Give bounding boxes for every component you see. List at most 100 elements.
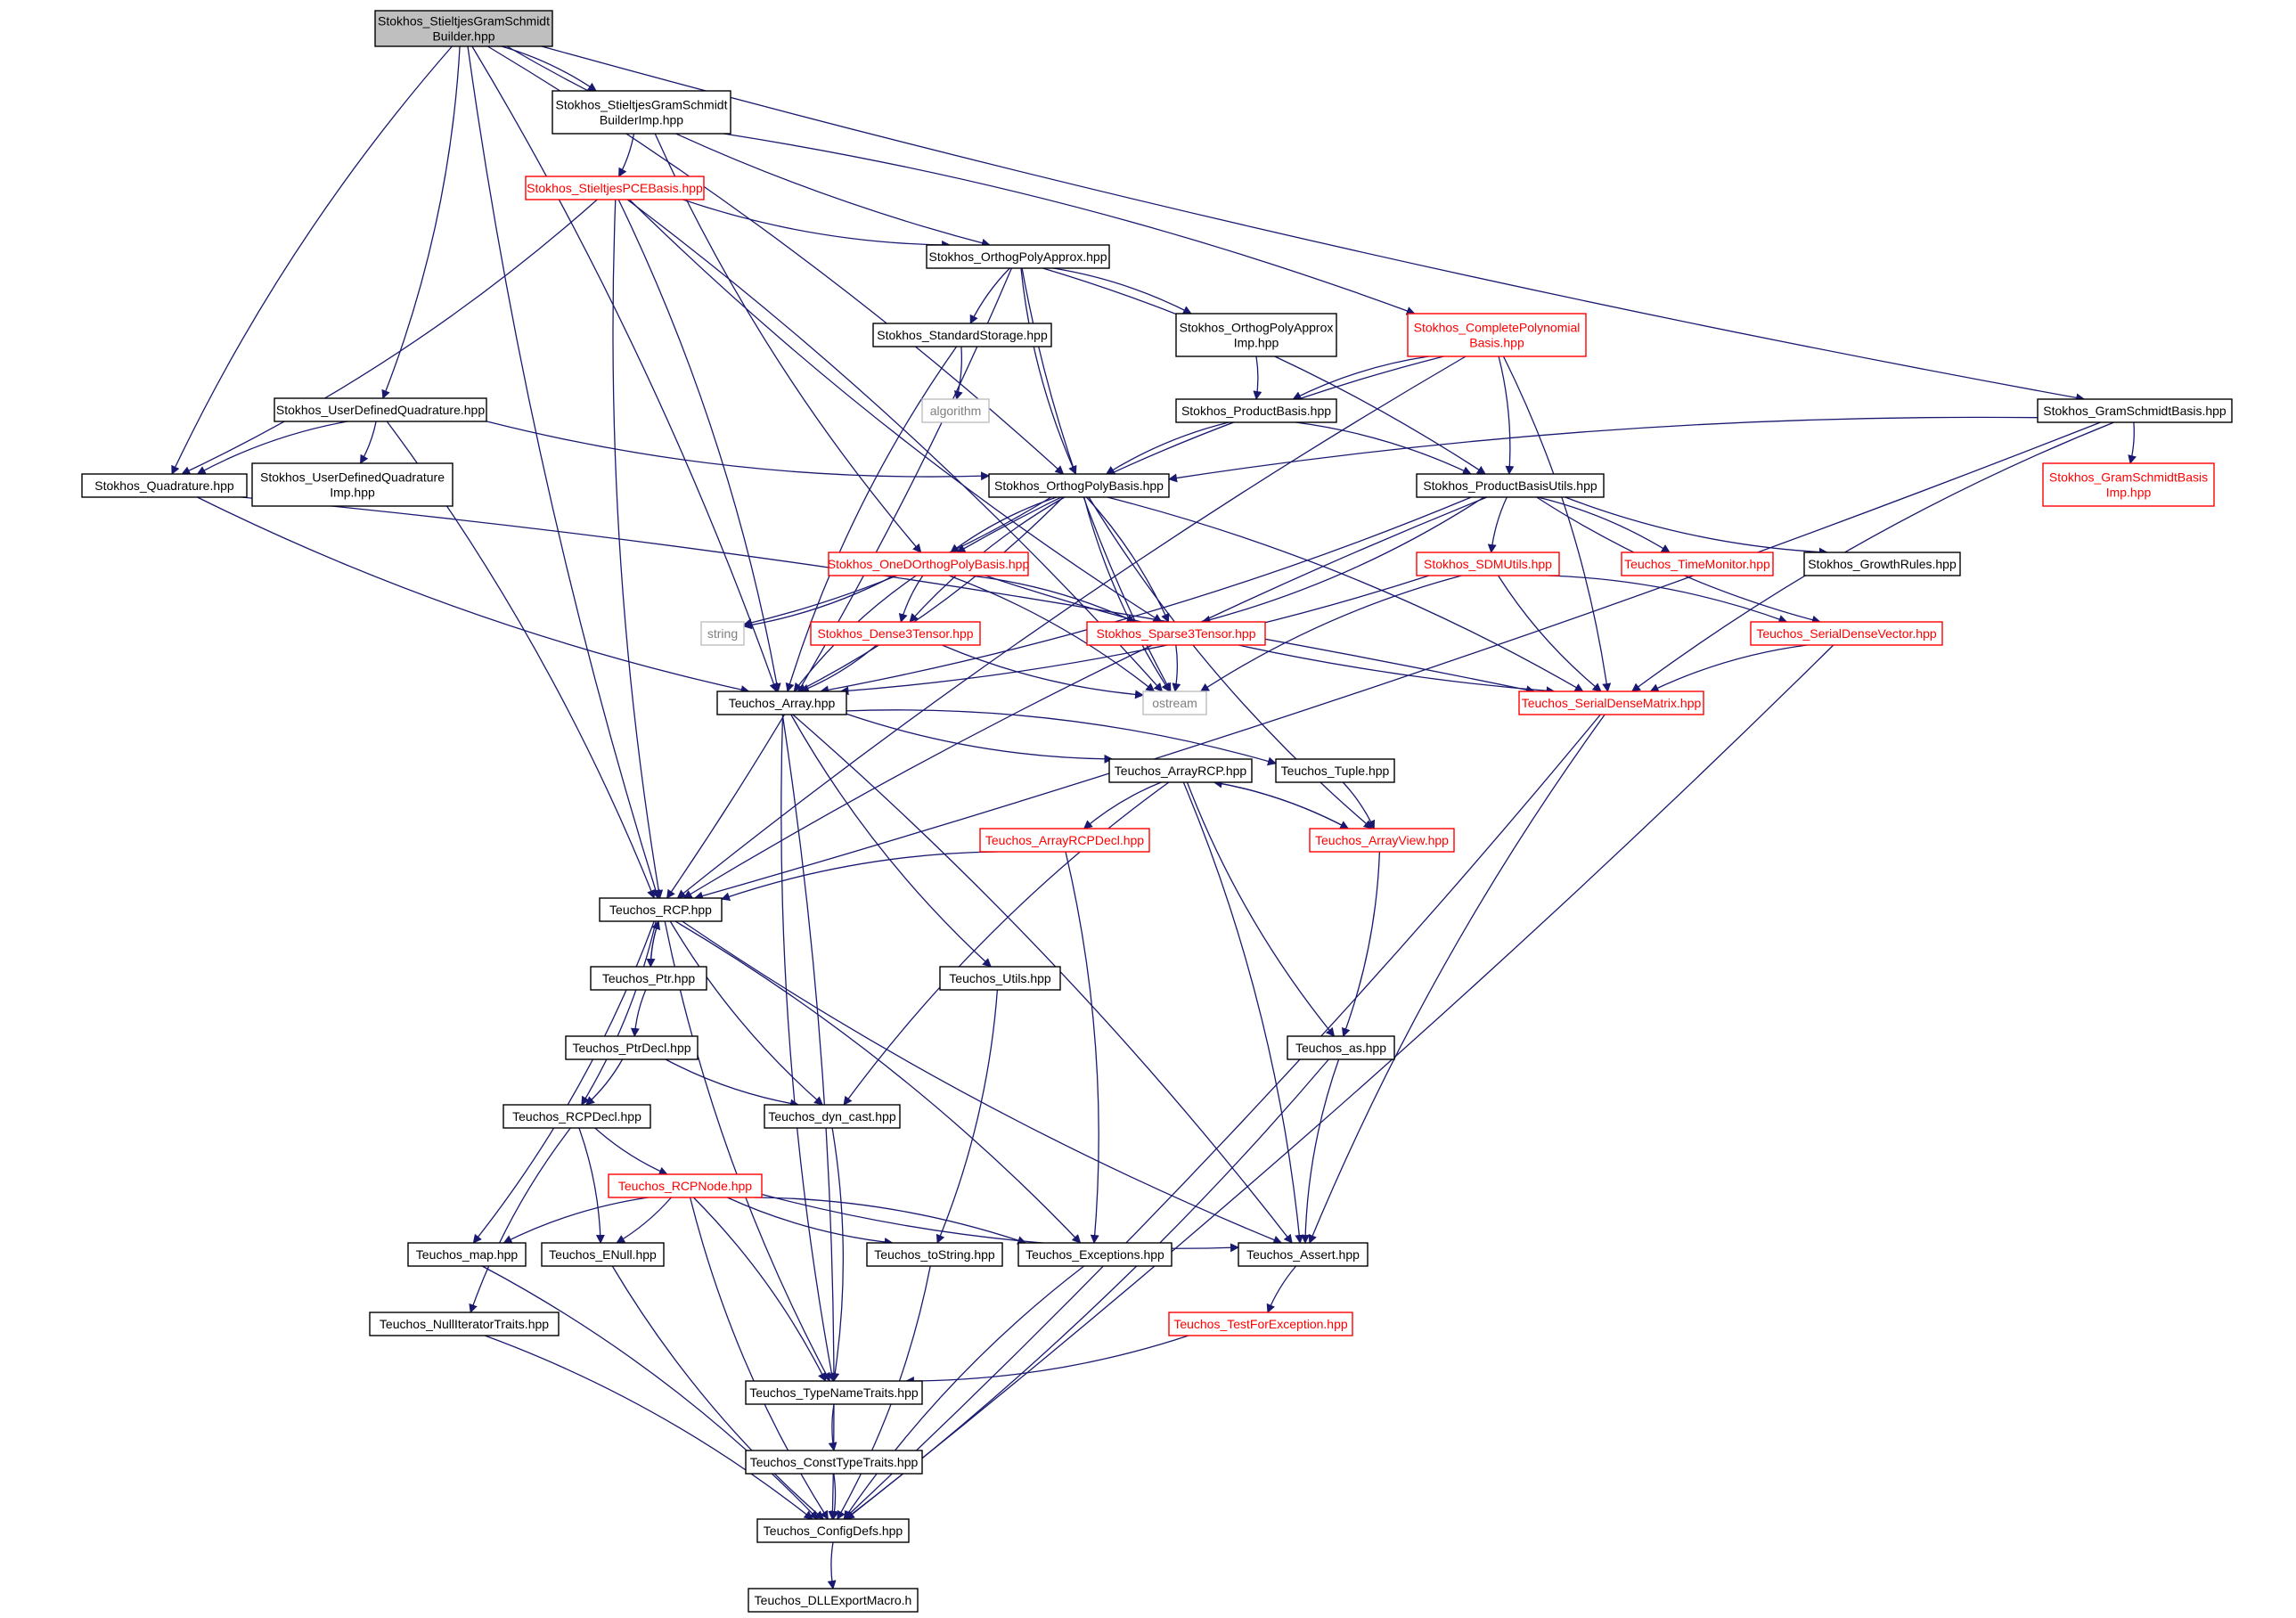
node-box bbox=[1086, 621, 1266, 646]
edge-root-to-arr bbox=[471, 45, 779, 692]
edge-root-to-udq bbox=[381, 45, 461, 399]
node-s3t[interactable]: Stokhos_Sparse3Tensor.hpp bbox=[1086, 621, 1266, 646]
node-dll[interactable]: Teuchos_DLLExportMacro.h bbox=[748, 1588, 919, 1613]
edge-cpb-to-sdmat bbox=[1502, 355, 1612, 692]
node-ss[interactable]: Stokhos_StandardStorage.hpp bbox=[872, 323, 1052, 347]
edge-spce-to-ost bbox=[626, 199, 1164, 692]
edge-av-to-as bbox=[1342, 851, 1381, 1037]
node-udq[interactable]: Stokhos_UserDefinedQuadrature.hpp bbox=[274, 397, 487, 422]
edge-pbu-to-arr bbox=[820, 496, 1472, 695]
dependency-edges bbox=[171, 45, 2137, 1589]
node-tup[interactable]: Teuchos_Tuple.hpp bbox=[1275, 758, 1395, 783]
edge-arr-to-utils bbox=[790, 714, 992, 968]
node-rcpd[interactable]: Teuchos_RCPDecl.hpp bbox=[503, 1104, 651, 1129]
node-box bbox=[1416, 473, 1605, 498]
edge-opb-to-sdmat bbox=[1107, 496, 1584, 692]
node-arcpd[interactable]: Teuchos_ArrayRCPDecl.hpp bbox=[979, 828, 1150, 853]
node-tm[interactable]: Teuchos_TimeMonitor.hpp bbox=[1621, 552, 1774, 576]
node-label: Teuchos_SerialDenseVector.hpp bbox=[1756, 626, 1937, 641]
node-label: Teuchos_TestForException.hpp bbox=[1173, 1317, 1348, 1331]
node-utils[interactable]: Teuchos_Utils.hpp bbox=[939, 966, 1061, 991]
node-cfg[interactable]: Teuchos_ConfigDefs.hpp bbox=[756, 1518, 910, 1543]
edge-ss-to-arr bbox=[785, 346, 958, 692]
node-rcpn[interactable]: Teuchos_RCPNode.hpp bbox=[608, 1173, 763, 1198]
node-imp[interactable]: Stokhos_StieltjesGramSchmidtBuilderImp.h… bbox=[552, 90, 731, 135]
edge-d3t-to-ost bbox=[942, 644, 1144, 699]
node-enull[interactable]: Teuchos_ENull.hpp bbox=[541, 1242, 665, 1267]
node-pbu[interactable]: Stokhos_ProductBasisUtils.hpp bbox=[1416, 473, 1605, 498]
node-label: Teuchos_TimeMonitor.hpp bbox=[1624, 557, 1770, 571]
edge-cpb-to-odopb bbox=[956, 355, 1444, 553]
node-label: Teuchos_ConstTypeTraits.hpp bbox=[750, 1455, 919, 1469]
node-ctt[interactable]: Teuchos_ConstTypeTraits.hpp bbox=[745, 1450, 923, 1475]
node-opb[interactable]: Stokhos_OrthogPolyBasis.hpp bbox=[988, 473, 1170, 498]
node-label: Stokhos_OrthogPolyApprox.hpp bbox=[928, 249, 1107, 264]
node-label: Teuchos_Tuple.hpp bbox=[1281, 764, 1390, 778]
node-label: ostream bbox=[1152, 696, 1197, 710]
node-rcp[interactable]: Teuchos_RCP.hpp bbox=[599, 897, 723, 922]
node-sdm[interactable]: Stokhos_SDMUtils.hpp bbox=[1416, 552, 1560, 576]
node-gr[interactable]: Stokhos_GrowthRules.hpp bbox=[1803, 552, 1961, 576]
node-pb[interactable]: Stokhos_ProductBasis.hpp bbox=[1175, 398, 1337, 423]
node-label: Stokhos_SDMUtils.hpp bbox=[1424, 557, 1552, 571]
node-quad[interactable]: Stokhos_Quadrature.hpp bbox=[81, 473, 248, 498]
edge-udq-to-opb bbox=[486, 421, 990, 481]
node-gsb[interactable]: Stokhos_GramSchmidtBasis.hpp bbox=[2037, 398, 2233, 423]
node-d3t[interactable]: Stokhos_Dense3Tensor.hpp bbox=[810, 621, 981, 646]
edge-opb-to-s3t bbox=[1086, 496, 1170, 623]
node-opa[interactable]: Stokhos_OrthogPolyApprox.hpp bbox=[926, 244, 1110, 269]
node-box bbox=[565, 1035, 699, 1060]
node-sdmat[interactable]: Teuchos_SerialDenseMatrix.hpp bbox=[1518, 691, 1704, 715]
node-asrt[interactable]: Teuchos_Assert.hpp bbox=[1238, 1242, 1369, 1267]
edge-arcpd-to-rcp bbox=[721, 851, 998, 902]
node-ptrd[interactable]: Teuchos_PtrDecl.hpp bbox=[565, 1035, 699, 1060]
node-exc[interactable]: Teuchos_Exceptions.hpp bbox=[1017, 1242, 1173, 1267]
edge-arr-to-tnt bbox=[780, 714, 837, 1382]
node-av[interactable]: Teuchos_ArrayView.hpp bbox=[1309, 828, 1455, 853]
edge-arr-to-tup bbox=[846, 709, 1277, 766]
node-arr[interactable]: Teuchos_Array.hpp bbox=[716, 691, 847, 715]
node-ptr[interactable]: Teuchos_Ptr.hpp bbox=[590, 966, 707, 991]
node-box bbox=[828, 552, 1029, 576]
edge-opb-to-arr bbox=[797, 496, 1064, 692]
node-label: BuilderImp.hpp bbox=[600, 113, 683, 127]
node-str[interactable]: string bbox=[700, 621, 745, 646]
edge-opb-to-ost bbox=[1083, 496, 1171, 692]
edge-pbu-to-gr bbox=[1565, 496, 1828, 557]
node-tfe[interactable]: Teuchos_TestForException.hpp bbox=[1168, 1312, 1353, 1336]
node-nit[interactable]: Teuchos_NullIteratorTraits.hpp bbox=[369, 1312, 560, 1336]
node-box bbox=[764, 1104, 901, 1129]
edge-opa-to-pbu bbox=[1042, 267, 1486, 475]
node-as[interactable]: Teuchos_as.hpp bbox=[1287, 1035, 1395, 1060]
node-box bbox=[979, 828, 1150, 853]
node-label: Teuchos_NullIteratorTraits.hpp bbox=[380, 1317, 549, 1331]
node-box bbox=[369, 1312, 560, 1336]
node-box bbox=[1175, 398, 1337, 423]
edge-d3t-to-arr bbox=[799, 644, 878, 693]
edge-as-to-asrt bbox=[1301, 1058, 1340, 1244]
node-label: Stokhos_StieltjesGramSchmidt bbox=[556, 98, 728, 112]
node-tostr[interactable]: Teuchos_toString.hpp bbox=[866, 1242, 1003, 1267]
node-dync[interactable]: Teuchos_dyn_cast.hpp bbox=[764, 1104, 901, 1129]
node-map[interactable]: Teuchos_map.hpp bbox=[407, 1242, 527, 1267]
edge-cpb-to-pb bbox=[1292, 355, 1429, 400]
edge-cfg-to-dll bbox=[827, 1541, 837, 1589]
node-ost[interactable]: ostream bbox=[1142, 691, 1207, 715]
edge-map-to-cfg bbox=[481, 1265, 819, 1520]
node-tnt[interactable]: Teuchos_TypeNameTraits.hpp bbox=[745, 1380, 923, 1405]
node-sdv[interactable]: Teuchos_SerialDenseVector.hpp bbox=[1750, 621, 1943, 646]
node-alg[interactable]: algorithm bbox=[921, 398, 990, 423]
node-label: Teuchos_dyn_cast.hpp bbox=[768, 1109, 895, 1124]
node-odopb[interactable]: Stokhos_OneDOrthogPolyBasis.hpp bbox=[828, 552, 1030, 576]
node-spce[interactable]: Stokhos_StieltjesPCEBasis.hpp bbox=[525, 176, 705, 200]
edge-sdm-to-ost bbox=[1199, 575, 1462, 692]
edge-opa-to-opai bbox=[1052, 267, 1192, 315]
node-arcp[interactable]: Teuchos_ArrayRCP.hpp bbox=[1108, 758, 1253, 783]
edge-root-to-rcp bbox=[467, 45, 660, 899]
edge-sdv-to-cfg bbox=[845, 644, 1834, 1520]
